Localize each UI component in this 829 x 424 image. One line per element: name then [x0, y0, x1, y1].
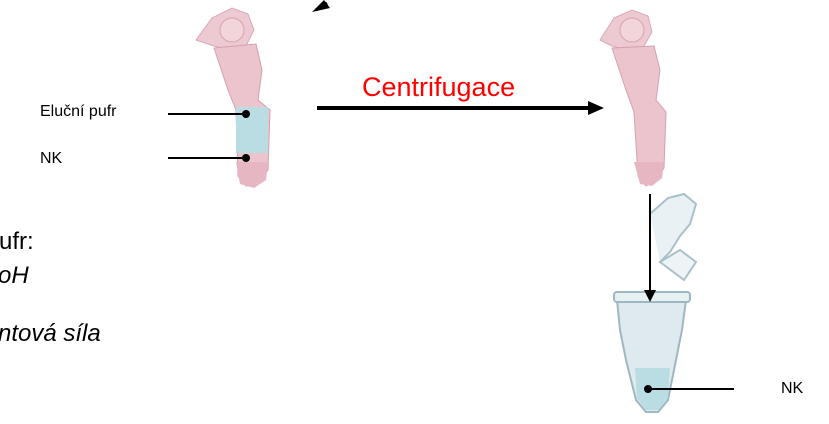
label-nk-right: NK: [781, 380, 803, 398]
centrifugation-arrow: [317, 101, 604, 115]
spin-column-icon: [600, 10, 666, 186]
label-elution-buffer: Eluční pufr: [40, 103, 116, 121]
buffer-text-line1: ufr:: [0, 228, 34, 256]
label-centrifugation: Centrifugace: [362, 72, 515, 103]
microtube-icon: [614, 194, 696, 412]
buffer-text-line3: ntová síla: [0, 320, 101, 348]
label-nk-left: NK: [40, 150, 62, 168]
top-arrow-fragment: [312, 0, 330, 12]
buffer-text-line2: oH: [0, 262, 29, 290]
spin-column-icon: [196, 8, 270, 188]
